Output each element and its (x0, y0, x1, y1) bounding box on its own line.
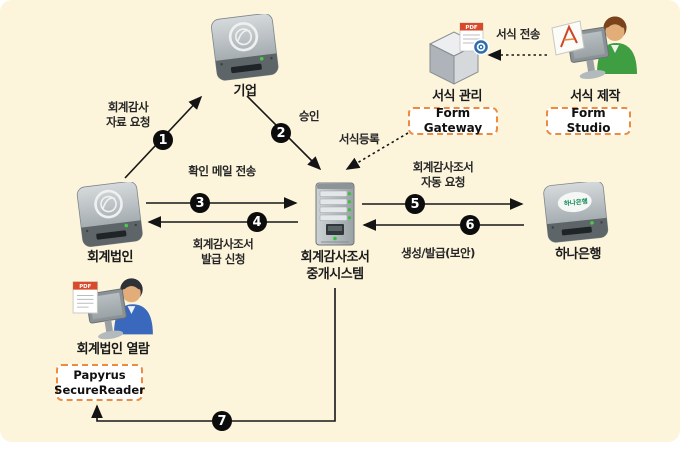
form-gateway-box: Form Gateway (408, 106, 498, 135)
form-studio-text: Form Studio (566, 106, 611, 135)
mediation-system-label: 회계감사조서 중개시스템 (300, 250, 370, 283)
company-label: 기업 (233, 84, 257, 99)
flow-badge-3: 3 (190, 193, 210, 213)
firm-viewer-label: 회계법인 열람 (76, 342, 150, 357)
form-creation-person-designer-icon (551, 16, 637, 80)
pdf-document-icon: PDF (72, 281, 98, 314)
svg-text:PDF: PDF (465, 25, 478, 31)
flow-6-label: 생성/발급(보안) (401, 246, 475, 260)
flow-badge-1: 1 (153, 130, 173, 150)
form-management-label: 서식 관리 (432, 89, 482, 104)
papyrus-text-line2: SecureReader (54, 382, 145, 397)
firm-viewer-person-reader-icon: PDF (72, 278, 153, 340)
gear-icon (472, 38, 490, 56)
flow-2-label: 승인 (298, 109, 320, 123)
form-management-cube-pdf-gear-icon: PDF (428, 22, 490, 85)
flow-badge-5: 5 (405, 194, 425, 214)
accounting-firm-label: 회계법인 (87, 250, 133, 265)
flow-badge-2: 2 (271, 123, 291, 143)
flow-badge-6: 6 (460, 215, 480, 235)
accounting-firm-hard-drive-globe-icon (76, 182, 143, 247)
papyrus-text-line1: Papyrus (73, 368, 126, 383)
hana-bank-label: 하나은행 (555, 247, 601, 262)
dotted-arrow-form-register (345, 132, 409, 170)
hana-bank-logo: 하나은행 (563, 196, 588, 207)
flow-badge-4: 4 (247, 212, 267, 232)
flow-badge-7: 7 (212, 411, 232, 431)
form-register-label: 서식등록 (338, 132, 380, 146)
form-send-label: 서식 전송 (496, 27, 540, 41)
form-studio-box: Form Studio (546, 106, 631, 135)
papyrus-securereader-box: Papyrus SecureReader (54, 364, 145, 401)
mediation-system-server-tower-icon (315, 182, 355, 246)
form-gateway-text: Form Gateway (423, 106, 483, 135)
company-hard-drive-globe-icon (211, 14, 279, 81)
svg-text:PDF: PDF (79, 284, 91, 290)
flow-3-label: 확인 메일 전송 (188, 164, 256, 178)
hana-bank-hard-drive-sticker-icon: 하나은행 (543, 182, 609, 243)
design-canvas-icon (551, 20, 585, 56)
form-creation-label: 서식 제작 (570, 89, 620, 104)
